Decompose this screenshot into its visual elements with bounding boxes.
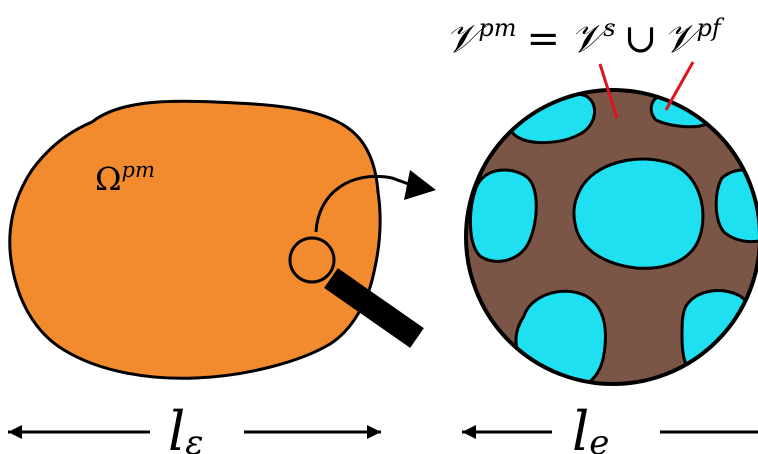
domain-symbol: Ω xyxy=(95,160,122,198)
union-solid-superscript: s xyxy=(603,14,615,42)
pore-right xyxy=(714,168,758,243)
macro-length-symbol: l xyxy=(168,400,185,454)
rve-microstructure xyxy=(464,88,758,386)
union-operator: ∪ xyxy=(624,16,658,62)
rve-boundary xyxy=(464,88,758,386)
curved-arrow-icon xyxy=(314,174,415,233)
magnifying-glass-icon xyxy=(288,236,424,348)
micro-length-scale: le xyxy=(462,400,758,454)
pore-left xyxy=(468,168,538,263)
fluid-leader-line xyxy=(664,61,695,111)
macro-length-scale: lε xyxy=(8,400,381,454)
domain-superscript: pm xyxy=(122,158,155,182)
domain-label: Ωpm xyxy=(95,158,155,198)
pore-center xyxy=(572,157,705,270)
micro-length-label: le xyxy=(572,400,609,454)
arrowhead-icon xyxy=(404,170,436,200)
solid-leader-line xyxy=(598,63,619,119)
macro-length-subscript: ε xyxy=(185,423,203,454)
micro-length-symbol: l xyxy=(572,400,589,454)
union-lhs-superscript: pm xyxy=(478,14,516,42)
union-equation: 𝒱pm=𝒱s∪𝒱pf xyxy=(445,14,725,62)
equals-sign: = xyxy=(526,16,560,62)
porous-domain-shape xyxy=(8,99,382,380)
union-fluid-superscript: pf xyxy=(696,14,724,42)
macro-length-label: lε xyxy=(168,400,204,454)
micro-length-subscript: e xyxy=(589,423,609,454)
